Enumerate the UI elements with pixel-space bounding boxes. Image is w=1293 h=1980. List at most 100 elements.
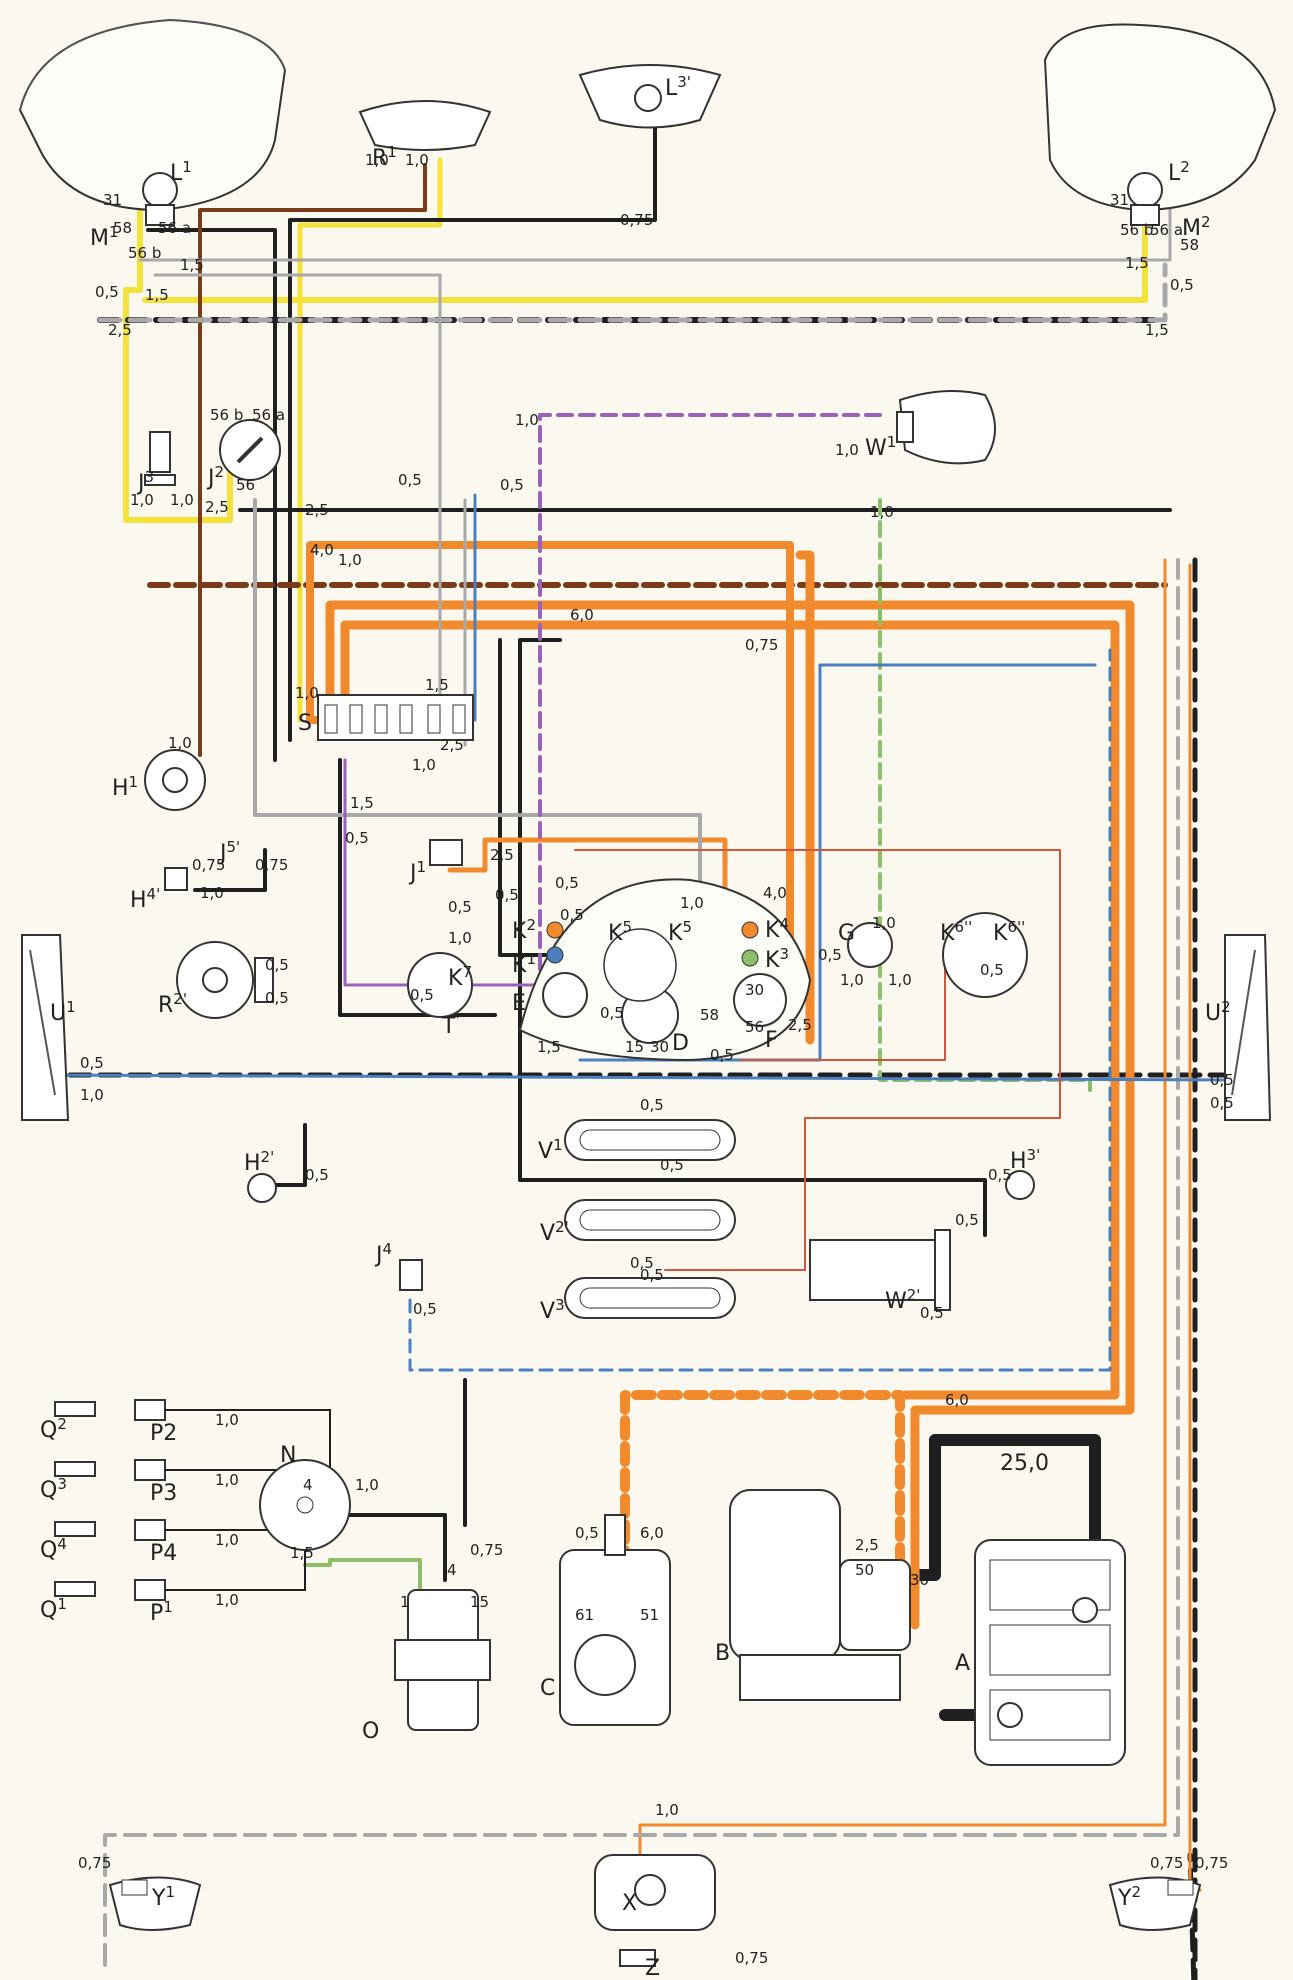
- label-V1: V1: [538, 1136, 563, 1164]
- label-K5a: K5: [608, 918, 632, 946]
- terminal-56a-right: 56 a: [1150, 221, 1183, 239]
- label-K7: K7: [448, 963, 472, 991]
- plug-connector-p3: [134, 1459, 166, 1481]
- label-H1: H1: [112, 773, 138, 801]
- gauge-label: 1,0: [888, 971, 912, 989]
- gauge-label: 0,5: [988, 1166, 1012, 1184]
- gauge-label: 0,75: [470, 1541, 503, 1559]
- gauge-label: 0,75: [745, 636, 778, 654]
- label-Q4: Q4: [40, 1535, 67, 1563]
- label-J2: J2: [206, 463, 224, 491]
- wire-orange-6mm-b: [340, 620, 1120, 1400]
- gauge-label: 1,0: [170, 491, 194, 509]
- gauge-label: 2,5: [855, 1536, 879, 1554]
- turn-signal-right: [1224, 934, 1272, 1121]
- gauge-label: 1,0: [365, 151, 389, 169]
- gauge-label: 1,0: [355, 1476, 379, 1494]
- label-K6a: K6'': [940, 918, 972, 946]
- brake-light-left: [108, 1876, 202, 1931]
- wiper-motor: [896, 390, 996, 465]
- gauge-label: 0,5: [920, 1304, 944, 1322]
- label-W2: W2': [885, 1286, 920, 1314]
- label-S: S: [298, 711, 312, 736]
- label-G: G: [838, 921, 855, 946]
- label-H3: H3': [1010, 1146, 1040, 1174]
- wire-red-gauge: [739, 964, 946, 1061]
- label-K1: K1: [512, 950, 536, 978]
- terminal-j2-56a: 56 a: [252, 406, 285, 424]
- terminal-f-58: 58: [700, 1006, 719, 1024]
- gauge-label: 0,5: [1170, 276, 1194, 294]
- turn-signal-left: [21, 934, 70, 1121]
- headlight-right: [1043, 23, 1277, 226]
- gauge-label: 1,0: [215, 1531, 239, 1549]
- label-H4: H4': [130, 885, 160, 913]
- plug-connector-p4: [134, 1519, 166, 1541]
- gauge-label: 0,5: [600, 1004, 624, 1022]
- wire-orange-main-6mm: [325, 600, 1135, 1630]
- label-J5: J5': [218, 838, 240, 866]
- gauge-label: 0,5: [575, 1524, 599, 1542]
- wire-grey-parking: [138, 193, 1172, 262]
- distributor: [259, 1459, 351, 1551]
- terminal-31-right: 31: [1110, 191, 1129, 209]
- gauge-label: 4,0: [763, 884, 787, 902]
- wire-violet-wiper: [538, 413, 882, 1007]
- gauge-label: 4,0: [310, 541, 334, 559]
- label-Q3: Q3: [40, 1475, 67, 1503]
- terminal-gen-51: 51: [640, 1606, 659, 1624]
- wire-blue-oil: [408, 648, 1112, 1372]
- label-L1: L1: [170, 158, 192, 186]
- label-R1: R1: [372, 143, 397, 171]
- gauge-label: 1,5: [537, 1038, 561, 1056]
- horn: [144, 749, 206, 811]
- battery: [974, 1539, 1126, 1766]
- label-U1: U1: [50, 998, 76, 1026]
- terminal-coil-15: 15: [470, 1593, 489, 1611]
- gauge-label: 1,0: [215, 1471, 239, 1489]
- terminal-f-30: 30: [745, 981, 764, 999]
- terminal-f-56: 56: [745, 1018, 764, 1036]
- generator-warning: [847, 922, 893, 968]
- spark-plug-q1: [54, 1581, 96, 1597]
- terminal-starter-30: 30: [910, 1571, 929, 1589]
- gauge-label: 1,5: [145, 286, 169, 304]
- gauge-label: 0,5: [265, 956, 289, 974]
- gauge-label: 6,0: [570, 606, 594, 624]
- gauge-label: 0,75: [192, 856, 225, 874]
- terminal-d-15: 15: [625, 1038, 644, 1056]
- gauge-label: 1,0: [80, 1086, 104, 1104]
- spark-plug-q3: [54, 1461, 96, 1477]
- gauge-label: 1,0: [405, 151, 429, 169]
- gauge-label: 0,75: [1150, 1854, 1183, 1872]
- terminal-labels: 31 58 56 a 56 b 31 56 b 56 a 58 56 b 56 …: [103, 191, 1199, 1624]
- label-U2: U2: [1205, 998, 1231, 1026]
- label-P2: P2: [150, 1421, 177, 1446]
- horn-button: [164, 867, 188, 891]
- heater-blower: [809, 1229, 951, 1311]
- wire-black-horn: [193, 848, 267, 892]
- wire-yellow-highbeam-main: [142, 197, 1148, 303]
- label-N: N: [280, 1443, 296, 1468]
- wire-red-fuel: [574, 849, 1061, 1271]
- gauge-label: 1,5: [290, 1544, 314, 1562]
- gauge-label: 1,0: [215, 1411, 239, 1429]
- gauge-label: 1,0: [168, 734, 192, 752]
- label-J4: J4: [374, 1240, 392, 1268]
- terminal-56a-left: 56 a: [158, 219, 191, 237]
- gauge-label: 0,75: [620, 211, 653, 229]
- headlight-left: [18, 18, 287, 226]
- wire-grey-dashed-main: [97, 262, 1168, 323]
- label-X: X: [622, 1891, 637, 1916]
- license-light: [358, 100, 492, 151]
- gauge-label: 0,5: [1210, 1094, 1234, 1112]
- label-K2: K2: [512, 916, 536, 944]
- temperature-gauge: [407, 952, 473, 1018]
- label-Z: Z: [645, 1956, 660, 1980]
- fuel-gauge-sender: [429, 839, 463, 866]
- label-Q1: Q1: [40, 1595, 67, 1623]
- gauge-label: 0,5: [560, 906, 584, 924]
- terminal-j2-56: 56: [236, 476, 255, 494]
- plug-connector-p2: [134, 1399, 166, 1421]
- wire-brown-tail: [198, 163, 427, 757]
